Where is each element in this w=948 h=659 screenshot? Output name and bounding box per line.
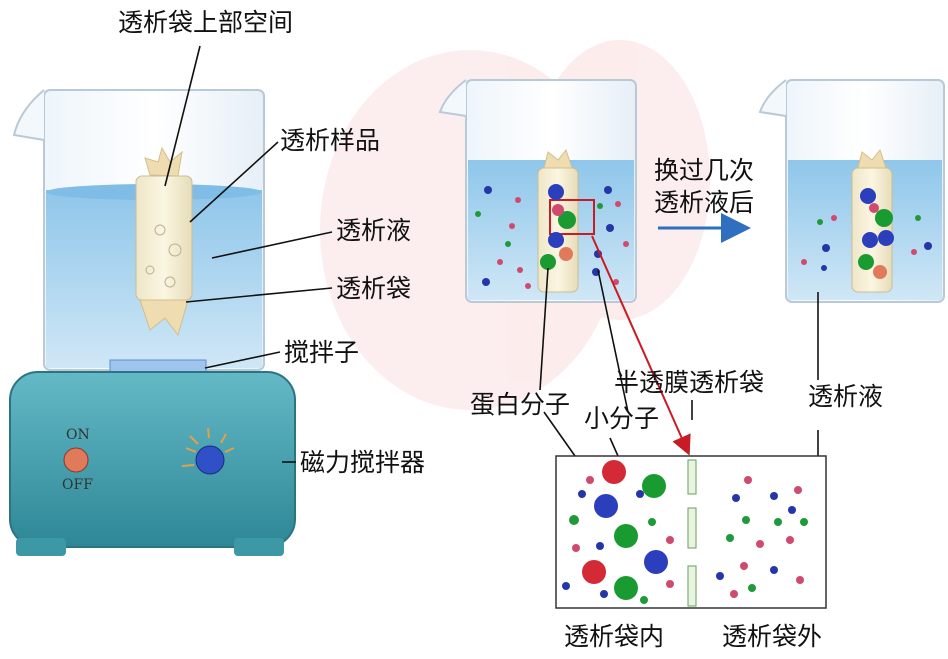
inside-molecules — [562, 460, 674, 604]
right-molecules — [801, 188, 932, 279]
label-switch-off: OFF — [62, 477, 93, 493]
label-dialysate: 透析液 — [336, 216, 412, 245]
zoom-box — [555, 455, 827, 609]
left-leader-lines — [164, 45, 333, 463]
label-inside-bag: 透析袋内 — [564, 622, 665, 651]
zoom-arrow — [591, 235, 691, 456]
left-dialysis-bag — [135, 146, 193, 337]
label-bag: 透析袋 — [336, 274, 412, 303]
label-bag-top-space: 透析袋上部空间 — [118, 8, 294, 37]
magnetic-stirrer — [9, 371, 296, 556]
label-small-molecule: 小分子 — [584, 404, 660, 433]
label-switch-on: ON — [66, 427, 90, 443]
label-after-change-1: 换过几次 — [654, 156, 755, 185]
membrane-segments — [687, 459, 697, 607]
label-protein: 蛋白分子 — [470, 390, 571, 419]
label-outside-bag: 透析袋外 — [722, 622, 823, 651]
label-after-change-2: 透析液后 — [654, 188, 755, 217]
middle-molecules — [475, 184, 629, 289]
label-membrane: 半透膜透析袋 — [614, 368, 765, 397]
right-beaker — [758, 79, 945, 303]
label-stir-bar: 搅拌子 — [284, 338, 360, 367]
middle-beaker — [438, 79, 637, 303]
label-dialysate-right: 透析液 — [808, 382, 884, 411]
label-magnetic-stirrer: 磁力搅拌器 — [300, 448, 426, 477]
label-sample: 透析样品 — [280, 126, 381, 155]
outside-molecules — [716, 476, 808, 598]
